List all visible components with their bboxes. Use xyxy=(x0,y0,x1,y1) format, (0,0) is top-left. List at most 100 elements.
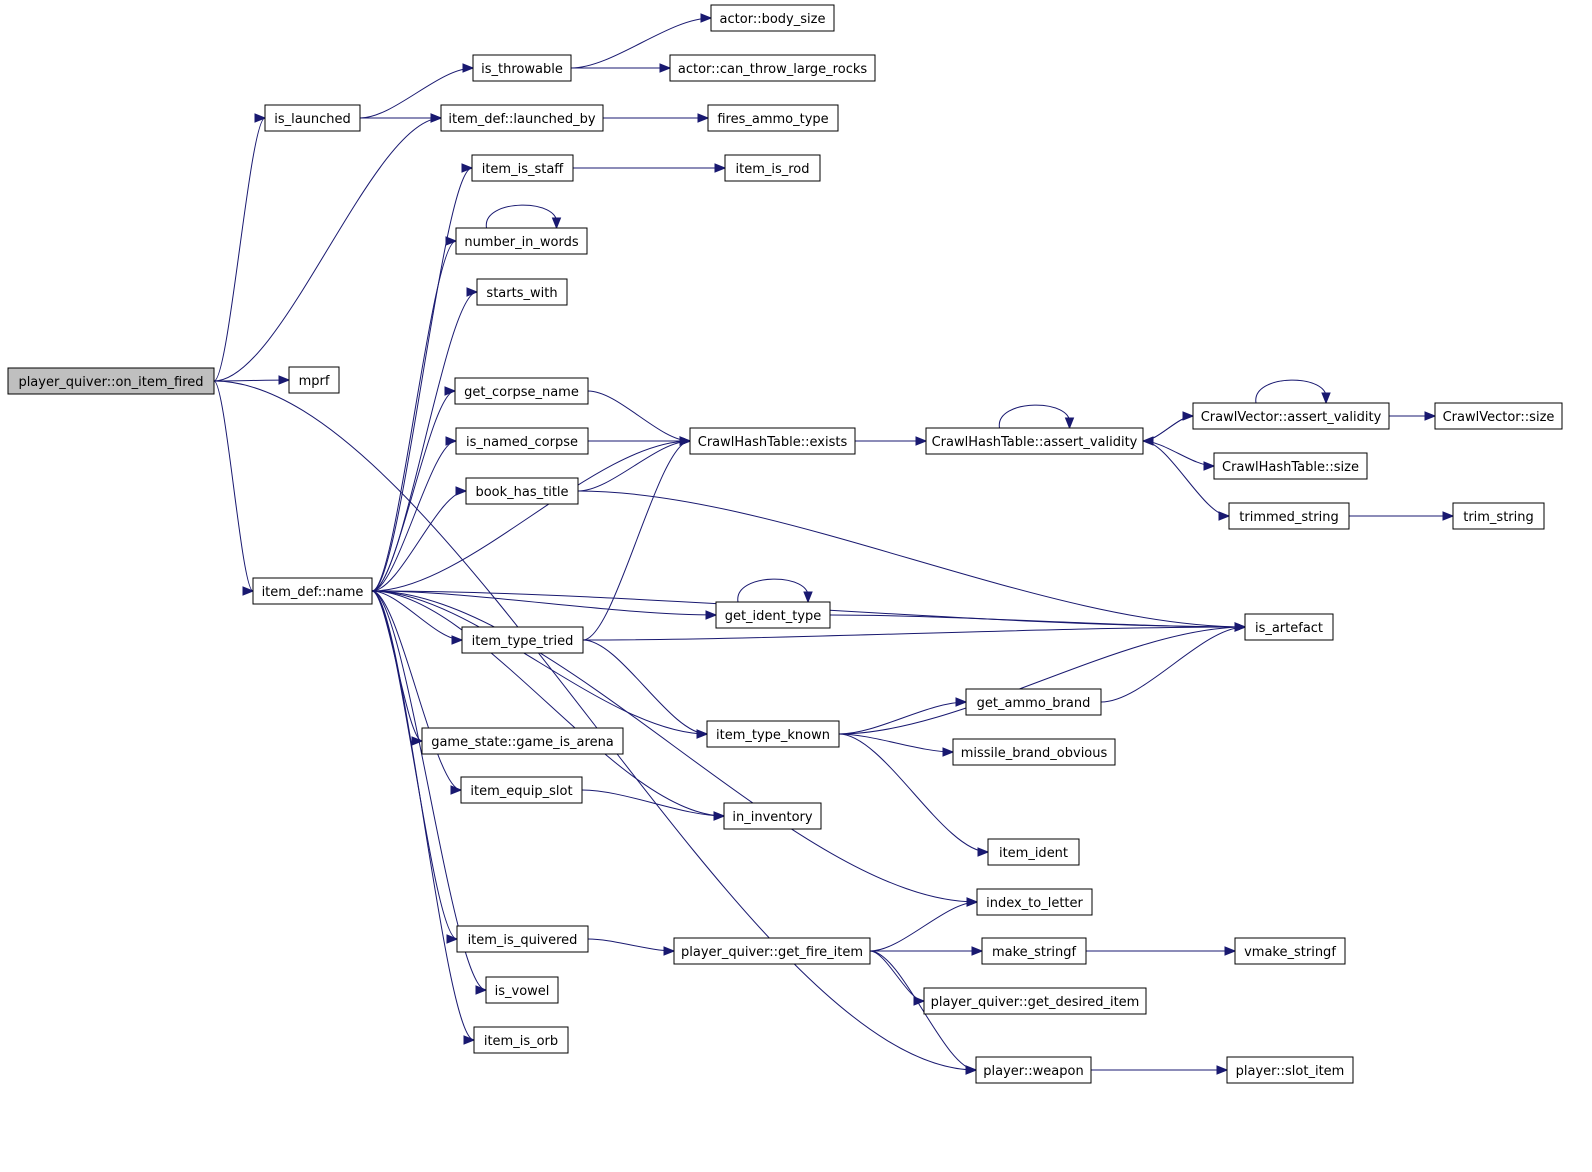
edge-root-to-is_launched xyxy=(213,113,267,382)
node-get-corpse-name[interactable]: get_corpse_name xyxy=(454,377,589,405)
node-box xyxy=(952,738,1116,766)
node-fires-ammo[interactable]: fires_ammo_type xyxy=(707,104,839,132)
arrowhead xyxy=(446,934,459,944)
arrowhead xyxy=(714,163,727,173)
node-cv-assert[interactable]: CrawlVector::assert_validity xyxy=(1192,402,1390,430)
edge-line xyxy=(371,590,487,991)
edge-line xyxy=(838,733,989,853)
node-box xyxy=(465,477,579,505)
edge-is_launched-to-is_throwable xyxy=(359,63,475,119)
node-item-def-name[interactable]: item_def::name xyxy=(252,577,373,605)
node-get-ammo-brand[interactable]: get_ammo_brand xyxy=(965,688,1102,716)
node-trim-string[interactable]: trim_string xyxy=(1452,502,1545,530)
node-launched-by[interactable]: item_def::launched_by xyxy=(440,104,604,132)
arrowhead xyxy=(1224,946,1237,956)
node-item-equip-slot[interactable]: item_equip_slot xyxy=(460,776,583,804)
edge-item_def_name-to-item_is_quivered xyxy=(371,590,459,944)
node-label: in_inventory xyxy=(732,810,813,825)
node-box xyxy=(1228,502,1350,530)
node-box xyxy=(476,278,568,306)
edge-line xyxy=(359,67,474,119)
node-number-in-words[interactable]: number_in_words xyxy=(455,227,588,255)
node-item-type-tried[interactable]: item_type_tried xyxy=(461,626,584,654)
node-box xyxy=(1234,937,1346,965)
node-missile-brand-obvious[interactable]: missile_brand_obvious xyxy=(952,738,1116,766)
edge-item_def_name-to-item_type_tried xyxy=(371,590,464,645)
node-box xyxy=(673,937,871,965)
node-book-has-title[interactable]: book_has_title xyxy=(465,477,579,505)
node-label: item_type_known xyxy=(716,728,830,743)
arrowhead xyxy=(915,436,928,446)
node-ht-exists[interactable]: CrawlHashTable::exists xyxy=(689,427,856,455)
node-player-weapon[interactable]: player::weapon xyxy=(975,1056,1092,1084)
node-mprf[interactable]: mprf xyxy=(288,366,340,394)
node-label: is_launched xyxy=(274,112,351,127)
node-cv-size[interactable]: CrawlVector::size xyxy=(1434,402,1563,430)
edge-item_def_name-to-item_is_orb xyxy=(371,590,476,1045)
node-item-type-known[interactable]: item_type_known xyxy=(706,720,840,748)
node-box xyxy=(923,987,1147,1015)
node-index-to-letter[interactable]: index_to_letter xyxy=(976,888,1093,916)
node-box xyxy=(485,976,559,1004)
node-label: index_to_letter xyxy=(986,896,1083,911)
node-box xyxy=(710,4,835,32)
node-label: starts_with xyxy=(486,286,557,301)
node-in-inventory[interactable]: in_inventory xyxy=(723,802,822,830)
node-vmake-stringf[interactable]: vmake_stringf xyxy=(1234,937,1346,965)
node-starts-with[interactable]: starts_with xyxy=(476,278,568,306)
node-label: game_state::game_is_arena xyxy=(431,735,614,750)
node-item-is-quivered[interactable]: item_is_quivered xyxy=(456,925,589,953)
arrowhead xyxy=(803,591,813,604)
node-box xyxy=(976,888,1093,916)
node-box xyxy=(471,154,574,182)
node-get-ident-type[interactable]: get_ident_type xyxy=(715,601,831,629)
edge-ht_assert-to-ht_assert xyxy=(998,404,1075,430)
node-box xyxy=(460,776,583,804)
node-can-throw[interactable]: actor::can_throw_large_rocks xyxy=(669,54,876,82)
edge-item_def_name-to-is_named_corpse xyxy=(371,436,458,592)
edge-line xyxy=(582,639,708,735)
edge-item_type_tried-to-ht_exists xyxy=(582,436,692,641)
node-box xyxy=(1192,402,1390,430)
node-label: item_equip_slot xyxy=(470,784,572,799)
node-item-is-rod[interactable]: item_is_rod xyxy=(724,154,821,182)
node-label: CrawlVector::assert_validity xyxy=(1201,410,1382,425)
node-game-is-arena[interactable]: game_state::game_is_arena xyxy=(421,727,624,755)
node-is-launched[interactable]: is_launched xyxy=(264,104,361,132)
arrowhead xyxy=(965,1065,978,1075)
node-label: item_is_orb xyxy=(484,1034,558,1049)
node-box xyxy=(288,366,340,394)
node-slot-item[interactable]: player::slot_item xyxy=(1226,1056,1354,1084)
edge-line xyxy=(869,901,978,952)
edge-line xyxy=(838,733,954,753)
node-is-throwable[interactable]: is_throwable xyxy=(472,54,572,82)
node-is-artefact[interactable]: is_artefact xyxy=(1244,613,1334,641)
node-label: player_quiver::on_item_fired xyxy=(18,375,203,390)
node-ht-assert[interactable]: CrawlHashTable::assert_validity xyxy=(925,427,1144,455)
node-trimmed-string[interactable]: trimmed_string xyxy=(1228,502,1350,530)
node-is-vowel[interactable]: is_vowel xyxy=(485,976,559,1004)
arrowhead xyxy=(1234,622,1247,632)
node-item-is-staff[interactable]: item_is_staff xyxy=(471,154,574,182)
node-make-stringf[interactable]: make_stringf xyxy=(981,937,1087,965)
node-item-is-orb[interactable]: item_is_orb xyxy=(473,1026,569,1054)
node-box xyxy=(473,1026,569,1054)
node-box xyxy=(715,601,831,629)
node-label: get_corpse_name xyxy=(464,385,579,400)
node-body-size[interactable]: actor::body_size xyxy=(710,4,835,32)
node-label: player_quiver::get_desired_item xyxy=(931,995,1140,1010)
arrowhead xyxy=(1216,1065,1229,1075)
edge-player_weapon-to-slot_item xyxy=(1091,1065,1229,1075)
node-is-named-corpse[interactable]: is_named_corpse xyxy=(455,427,589,455)
edge-line xyxy=(213,117,266,382)
node-ht-size[interactable]: CrawlHashTable::size xyxy=(1213,452,1368,480)
node-get-fire-item[interactable]: player_quiver::get_fire_item xyxy=(673,937,871,965)
edge-line xyxy=(371,440,457,592)
node-label: fires_ammo_type xyxy=(717,112,828,127)
node-item-ident[interactable]: item_ident xyxy=(987,838,1080,866)
edge-item_def_name-to-get_corpse_name xyxy=(371,386,457,592)
arrowhead xyxy=(697,113,710,123)
node-get-desired-item[interactable]: player_quiver::get_desired_item xyxy=(923,987,1147,1015)
edge-book_has_title-to-is_artefact xyxy=(577,490,1247,632)
edge-line xyxy=(371,490,467,592)
